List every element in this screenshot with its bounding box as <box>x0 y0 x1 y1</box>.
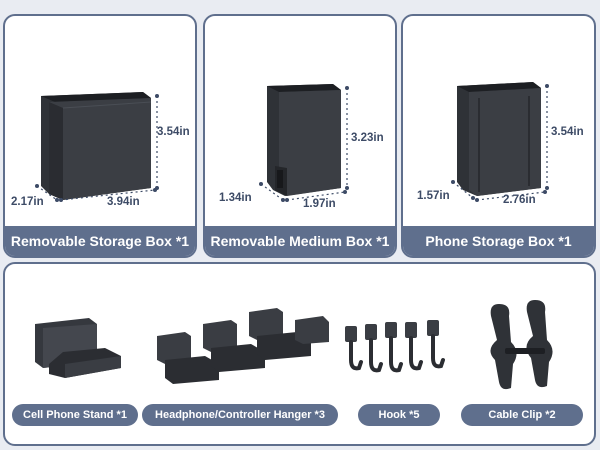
product-label: Phone Storage Box *1 <box>403 226 594 256</box>
accessories-card: Cell Phone Stand *1 Headphone/Controller… <box>3 262 596 446</box>
product-card-phone-box: 3.54in 1.57in 2.76in Phone Storage Box *… <box>401 14 596 258</box>
width-dimension: 1.97in <box>303 198 336 210</box>
height-dimension: 3.54in <box>157 126 190 138</box>
product-card-medium-box: 3.23in 1.34in 1.97in Removable Medium Bo… <box>203 14 397 258</box>
cable-clip-image <box>490 300 553 390</box>
accessory-label-cable-clip: Cable Clip *2 <box>461 404 583 426</box>
depth-dimension: 1.34in <box>219 192 252 204</box>
accessories-image <box>35 300 553 390</box>
height-dimension: 3.23in <box>351 132 384 144</box>
accessory-label-phone-stand: Cell Phone Stand *1 <box>12 404 138 426</box>
product-card-storage-box: 3.54in 2.17in 3.94in Removable Storage B… <box>3 14 197 258</box>
width-dimension: 3.94in <box>107 196 140 208</box>
hooks-image <box>345 320 445 373</box>
phone-box-image <box>451 82 549 202</box>
accessory-label-hanger: Headphone/Controller Hanger *3 <box>142 404 338 426</box>
depth-dimension: 2.17in <box>11 196 44 208</box>
product-label: Removable Medium Box *1 <box>205 226 395 256</box>
product-label: Removable Storage Box *1 <box>5 226 195 256</box>
depth-dimension: 1.57in <box>417 190 450 202</box>
medium-box-image <box>259 84 349 202</box>
height-dimension: 3.54in <box>551 126 584 138</box>
headphone-hanger-image <box>157 308 329 384</box>
accessory-label-hook: Hook *5 <box>358 404 440 426</box>
storage-box-image <box>35 92 159 202</box>
phone-stand-image <box>35 318 121 378</box>
width-dimension: 2.76in <box>503 194 536 206</box>
